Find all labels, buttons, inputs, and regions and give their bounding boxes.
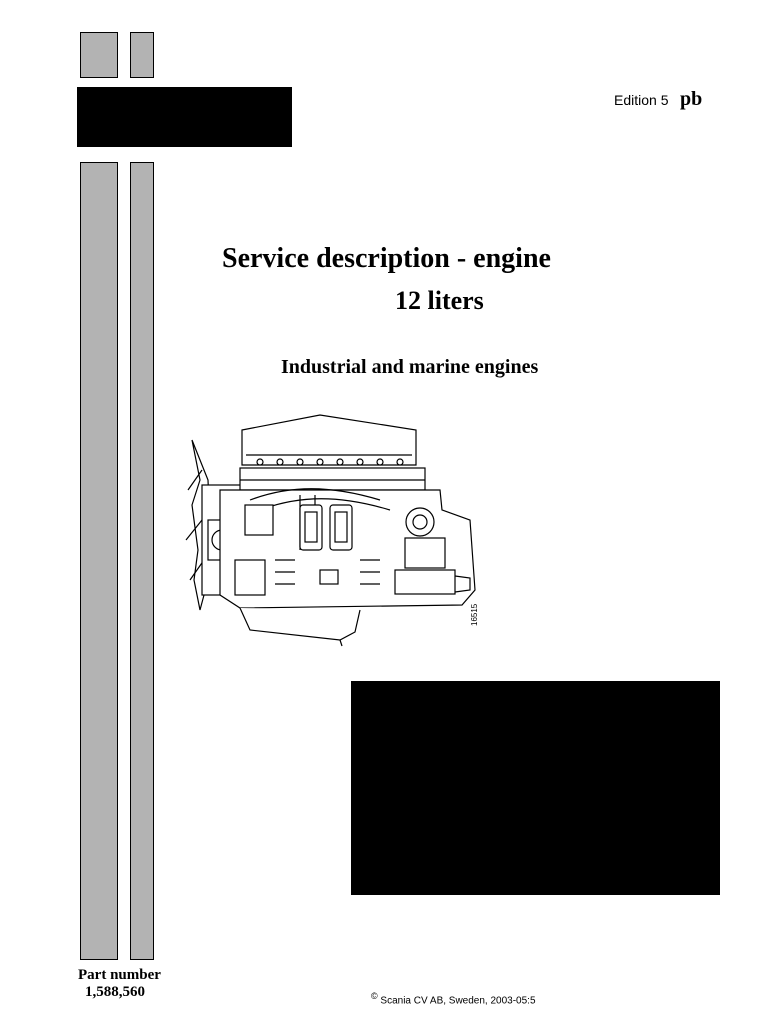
part-number-label: Part number — [78, 967, 161, 983]
long-bar-left — [80, 162, 118, 960]
figure-id: 16515 — [470, 603, 479, 626]
content-black-block — [351, 681, 720, 895]
document-subtitle: Industrial and marine engines — [281, 356, 539, 378]
part-number-value: 1,588,560 — [85, 984, 145, 1000]
copyright-line: © Scania CV AB, Sweden, 2003-05:5 — [371, 991, 536, 1006]
document-title-sub: 12 liters — [395, 286, 484, 315]
short-bar-left — [80, 32, 118, 78]
long-bar-right — [130, 162, 154, 960]
edition-label: Edition 5 — [614, 92, 669, 108]
copyright-symbol: © — [371, 991, 378, 1001]
edition-code: pb — [680, 88, 703, 110]
short-bar-right — [130, 32, 154, 78]
header-black-block — [77, 87, 292, 147]
copyright-text: Scania CV AB, Sweden, 2003-05:5 — [380, 995, 536, 1007]
engine-illustration — [185, 414, 476, 647]
document-title: Service description - engine — [222, 243, 551, 274]
